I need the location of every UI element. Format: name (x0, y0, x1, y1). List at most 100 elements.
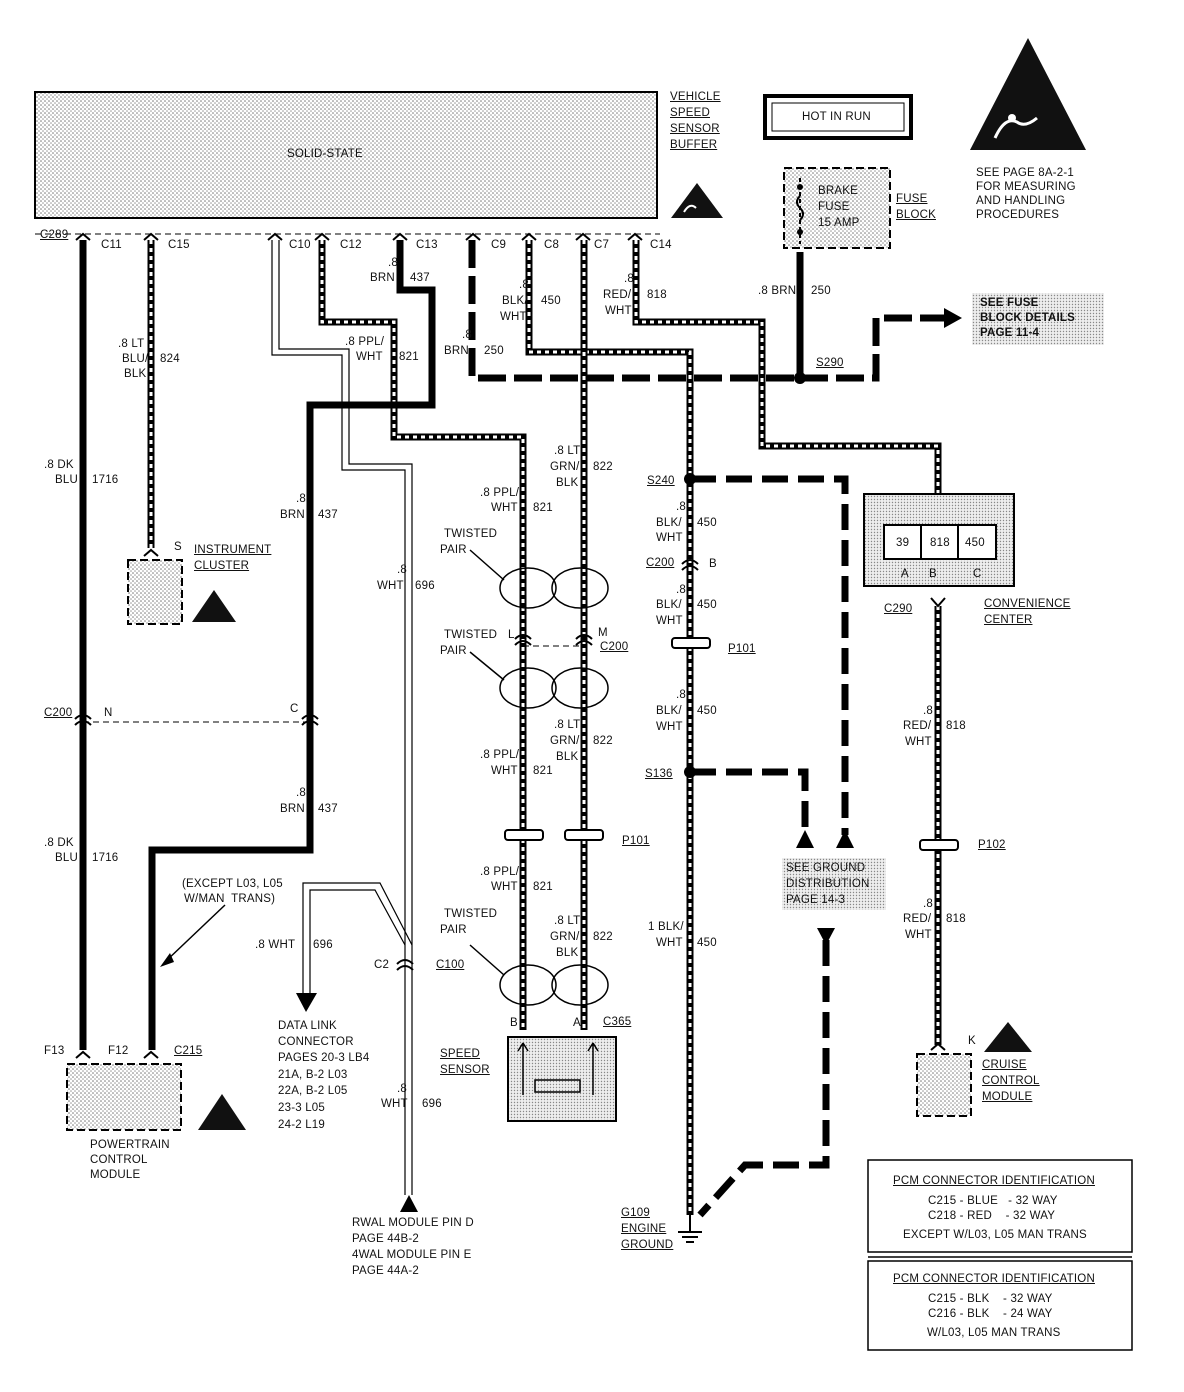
w696-size-b: .8 (397, 1083, 407, 1095)
cruise-pin-k: K (968, 1035, 976, 1047)
w818-circuit-b: 818 (946, 720, 966, 732)
w450-circuit-d: 450 (697, 705, 717, 717)
pin-c11: C11 (101, 239, 122, 251)
fuse-box (783, 167, 891, 249)
pcm-ident-a-footer: EXCEPT W/L03, L05 MAN TRANS (903, 1229, 1087, 1241)
ground-symbol (678, 1215, 702, 1243)
twisted-pair-arrows (469, 549, 505, 976)
vss-name-1: VEHICLE (670, 91, 721, 103)
esd-note-4: PROCEDURES (976, 209, 1060, 221)
fuse-details-box (972, 293, 1104, 345)
w818-circuit-c: 818 (946, 913, 966, 925)
w696-circuit-c: 696 (313, 939, 333, 951)
except-note-2: W/MAN TRANS) (184, 893, 276, 905)
twisted-pair-ellipses (499, 567, 609, 1006)
fuse-line-1: BRAKE (818, 185, 858, 197)
pcm-label-2: CONTROL (90, 1154, 148, 1166)
w1716-color: BLU (55, 474, 78, 486)
splice-s136: S136 (645, 768, 673, 780)
w821-size-b: .8 PPL/ (480, 487, 520, 499)
w437-color: BRN (280, 509, 305, 521)
connector-c100: C100 (436, 959, 465, 971)
w450-size-b: .8 (676, 501, 686, 513)
w822-size: .8 LT (554, 445, 581, 457)
connector-p101-b: P101 (622, 835, 650, 847)
w250b-circuit: 250 (811, 285, 831, 297)
pcm-ident-box-a (867, 1159, 1133, 1253)
w450-color: BLK/ (502, 295, 528, 307)
ground-paths (690, 475, 849, 1218)
w450-color-b: BLK/ (656, 517, 682, 529)
w821-color-c: WHT (491, 765, 518, 777)
c200-pin-b: B (709, 558, 717, 570)
cruise-label-3: MODULE (982, 1091, 1033, 1103)
c365-pin-b: B (510, 1017, 518, 1029)
connector-c289: C289 (40, 229, 69, 241)
w696-color-b: WHT (381, 1098, 408, 1110)
w450-circuit: 450 (541, 295, 561, 307)
wire-818 (632, 240, 942, 1045)
wire-437 (148, 240, 436, 1050)
c200-pin-l: L (508, 629, 515, 641)
esd-warning-icon (970, 38, 1086, 150)
pin-c15: C15 (168, 239, 190, 251)
instrument-cluster-box (127, 559, 183, 625)
w250-color: BRN (444, 345, 469, 357)
pcm-ident-a-title: PCM CONNECTOR IDENTIFICATION (893, 1175, 1095, 1187)
rwal-1: RWAL MODULE PIN D (352, 1217, 474, 1229)
w818-color2: WHT (605, 305, 632, 317)
esd-warning-icon (671, 183, 723, 218)
connector-c200-left: C200 (44, 707, 73, 719)
pcm-box (66, 1063, 182, 1131)
inline-connector-marks (74, 559, 699, 971)
ground-dist-2: DISTRIBUTION (786, 878, 870, 890)
c365-pin-a: A (573, 1017, 581, 1029)
data-link-5: 22A, B-2 L05 (278, 1085, 348, 1097)
w822-size-c: .8 LT (554, 915, 581, 927)
pin-c9: C9 (491, 239, 507, 251)
w822-size-b: .8 LT (554, 719, 581, 731)
w1716-size-b: .8 DK (44, 837, 74, 849)
cluster-pin-s: S (174, 541, 182, 553)
w696-circuit-b: 696 (422, 1098, 442, 1110)
pcm-label-1: POWERTRAIN (90, 1139, 170, 1151)
except-note-1: (EXCEPT L03, L05 (182, 878, 283, 890)
w821-circuit-b: 821 (533, 502, 553, 514)
w821-size: .8 PPL/ (345, 336, 385, 348)
vss-buffer-box (34, 91, 658, 219)
w824-circuit: 824 (160, 353, 180, 365)
w818-color-c: RED/ (903, 913, 932, 925)
fuse-details-3: PAGE 11-4 (980, 327, 1040, 339)
connector-c215: C215 (174, 1045, 203, 1057)
cruise-control-box (916, 1053, 972, 1117)
fuse-details-2: BLOCK DETAILS (980, 312, 1076, 324)
convenience-cell-1: 39 (896, 537, 910, 549)
connector-p102: P102 (978, 839, 1006, 851)
pcm-ident-b-line1: C215 - BLK - 32 WAY (928, 1293, 1053, 1305)
w450-circuit-b: 450 (697, 517, 717, 529)
w450-color2: WHT (500, 311, 527, 323)
esd-note-3: AND HANDLING (976, 195, 1066, 207)
esd-warning-icon (984, 1022, 1032, 1052)
w450-size: .8 (519, 279, 529, 291)
connector-c200-right: C200 (646, 557, 675, 569)
pin-c8: C8 (544, 239, 560, 251)
fuse-name-2: BLOCK (896, 209, 936, 221)
data-link-3: PAGES 20-3 LB4 (278, 1052, 370, 1064)
w437-circuit-c: 437 (410, 272, 430, 284)
w822-color2-b: BLK (556, 751, 579, 763)
splice-s290: S290 (816, 357, 844, 369)
ground-dist-3: PAGE 14-3 (786, 894, 846, 906)
esd-warning-icon (198, 1094, 246, 1130)
w818-size: .8 (624, 273, 634, 285)
w818-color: RED/ (603, 289, 632, 301)
esd-note-2: FOR MEASURING (976, 181, 1076, 193)
w450b-color: WHT (656, 937, 683, 949)
instrument-cluster-label-2: CLUSTER (194, 560, 250, 572)
twisted-pair-label-3a: TWISTED (444, 908, 498, 920)
twisted-pair-label-2a: TWISTED (444, 629, 498, 641)
wire-821 (318, 240, 527, 1030)
rwal-2: PAGE 44B-2 (352, 1233, 419, 1245)
fuse-line-2: FUSE (818, 201, 850, 213)
cruise-label-2: CONTROL (982, 1075, 1040, 1087)
